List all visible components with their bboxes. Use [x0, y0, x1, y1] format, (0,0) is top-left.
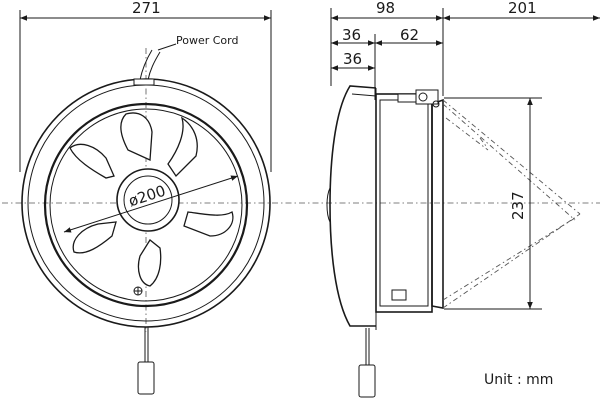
diameter-dimension-line — [63, 175, 239, 233]
total-depth-dimension: 98 — [330, 0, 444, 96]
power-cord: Power Cord — [133, 34, 238, 86]
open-shutter-outline — [442, 99, 581, 309]
shutter-extent-dimension: 201 — [443, 0, 600, 21]
power-cord-label: Power Cord — [176, 34, 238, 47]
front-depth-lower-dimension: 36 — [331, 50, 375, 71]
side-pull-cord-handle — [358, 364, 376, 398]
front-depth-upper-label: 36 — [342, 26, 361, 44]
side-view: 98 201 36 62 36 — [326, 0, 600, 398]
rear-depth-label: 62 — [400, 26, 419, 44]
pull-cord — [137, 327, 155, 395]
front-depth-lower-label: 36 — [343, 50, 362, 68]
height-dimension: 237 — [444, 97, 542, 310]
fan-blade-3 — [183, 211, 234, 237]
shutter-extent-dimension-label: 201 — [508, 0, 537, 17]
fan-grille-ring — [43, 102, 249, 308]
width-dimension: 271 — [19, 0, 272, 172]
fan-grille-ring-inner — [49, 108, 243, 302]
side-shutter-plate — [431, 98, 444, 309]
fan-blade-1 — [120, 112, 153, 161]
height-dimension-label: 237 — [509, 191, 527, 220]
fan-blade-4 — [137, 239, 162, 287]
total-depth-dimension-label: 98 — [376, 0, 395, 17]
front-view: 271 ø200 Power Cord — [2, 0, 600, 395]
side-bottom-bracket — [391, 289, 407, 301]
side-pull-cord — [358, 328, 376, 398]
fan-blade-2 — [167, 116, 198, 178]
side-front-bezel — [329, 85, 377, 327]
fan-blade-6 — [69, 143, 115, 179]
side-top-bracket — [397, 93, 417, 103]
unit-note: Unit : mm — [484, 372, 553, 388]
width-dimension-label: 271 — [132, 0, 161, 17]
pull-cord-handle — [137, 361, 155, 395]
front-rear-depth-dimension: 36 62 — [331, 26, 443, 100]
